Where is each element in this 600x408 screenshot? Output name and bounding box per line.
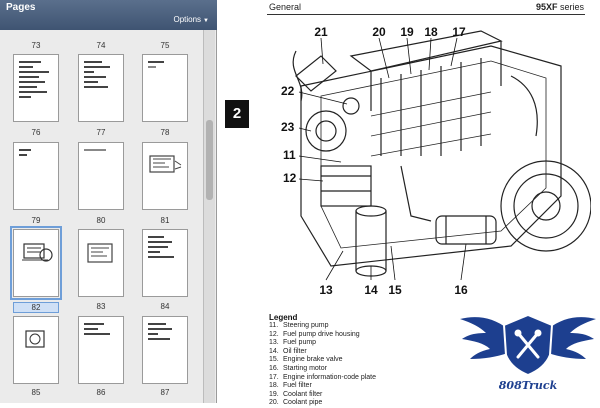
callout-label: 20: [372, 25, 386, 39]
panel-header: Pages Options▼: [0, 0, 217, 30]
page-label: 73: [31, 41, 41, 50]
options-label: Options: [173, 15, 202, 24]
panel-title: Pages: [6, 2, 36, 13]
legend-item: 15.Engine brake valve: [269, 356, 343, 364]
page-thumbnail[interactable]: [142, 54, 188, 122]
series-heading: 95XF series: [536, 2, 584, 12]
winged-shield-icon: [460, 313, 596, 377]
page-label: 77: [96, 128, 106, 137]
page-label: 79: [31, 216, 41, 225]
page-label: 76: [31, 128, 41, 137]
thumbnail-scrollbar[interactable]: [203, 30, 215, 403]
callout-label: 21: [314, 25, 328, 39]
page-thumbnail[interactable]: [142, 316, 188, 384]
page-label: 87: [160, 388, 170, 397]
leader-lines: [298, 37, 467, 281]
callout-label: 19: [400, 25, 414, 39]
page-label: 74: [96, 41, 106, 50]
options-button[interactable]: Options▼: [173, 15, 209, 24]
legend-title: Legend: [269, 313, 298, 322]
logo-text: 808Truck: [498, 379, 558, 392]
legend-item: 20.Coolant pipe: [269, 399, 323, 407]
page-label: 83: [96, 302, 106, 311]
callout-label: 11: [283, 148, 296, 162]
page-label-selected: 82: [13, 302, 59, 313]
diagram-preview: [87, 243, 113, 263]
chevron-down-icon: ▼: [203, 18, 209, 24]
engine-diagram-preview: [22, 243, 53, 262]
callout-label: 22: [281, 84, 295, 98]
legend-item: 18.Fuel filter: [269, 382, 312, 390]
page-thumbnail[interactable]: [13, 316, 59, 384]
diagram-preview: [149, 155, 182, 173]
legend-item: 16.Starting motor: [269, 364, 327, 372]
legend-item: 17.Engine information-code plate: [269, 373, 377, 381]
chapter-tab: 2: [225, 100, 249, 128]
engine-drawing: [292, 30, 591, 277]
page-label: 80: [96, 216, 106, 225]
callout-numbers: 21 20 19 18 17 22 23 11 12 13 14 15 16: [281, 25, 468, 297]
callout-label: 18: [424, 25, 438, 39]
legend-list: 11.Steering pump 12.Fuel pump drive hous…: [269, 322, 489, 408]
thumbnails-panel: Pages Options▼ 73 74 75 76 77 78: [0, 0, 217, 403]
page-thumbnail[interactable]: [142, 142, 188, 210]
page-thumbnail[interactable]: [142, 229, 188, 297]
page-label: 81: [160, 216, 170, 225]
callout-label: 12: [283, 171, 297, 185]
callout-label: 13: [319, 283, 333, 297]
page-thumbnail-selected[interactable]: [10, 226, 62, 300]
page-label: 84: [160, 302, 170, 311]
page-label: 86: [96, 388, 106, 397]
brand-logo: 808Truck: [458, 309, 598, 401]
legend-item: 19.Coolant filter: [269, 390, 323, 398]
header-divider: [267, 14, 585, 15]
series-model: 95XF: [535, 2, 558, 12]
callout-label: 15: [388, 283, 402, 297]
callout-label: 14: [364, 283, 378, 297]
section-heading: General: [269, 2, 302, 12]
page-thumbnail[interactable]: [13, 142, 59, 210]
page-thumbnail[interactable]: [78, 229, 124, 297]
page-thumbnail[interactable]: [78, 316, 124, 384]
series-word: series: [559, 2, 584, 12]
callout-label: 23: [281, 120, 295, 134]
legend-item: 13.Fuel pump: [269, 339, 317, 347]
engine-diagram: 21 20 19 18 17 22 23 11 12 13 14 15 16: [281, 25, 591, 297]
page-thumbnail[interactable]: [78, 142, 124, 210]
page-label: 78: [160, 128, 170, 137]
legend-item: 11.Steering pump: [269, 322, 329, 329]
page-thumbnail[interactable]: [13, 54, 59, 122]
page-label: 85: [31, 388, 41, 397]
scrollbar-thumb[interactable]: [206, 120, 213, 200]
page-label: 75: [160, 41, 170, 50]
callout-label: 17: [452, 25, 466, 39]
legend-item: 12.Fuel pump drive housing: [269, 330, 360, 338]
legend-item: 14.Oil filter: [269, 347, 307, 355]
callout-label: 16: [454, 283, 468, 297]
thumbnail-list: 73 74 75 76 77 78 79 80 81: [0, 30, 203, 403]
engine-diagram-preview: [25, 330, 45, 348]
page-thumbnail[interactable]: [78, 54, 124, 122]
